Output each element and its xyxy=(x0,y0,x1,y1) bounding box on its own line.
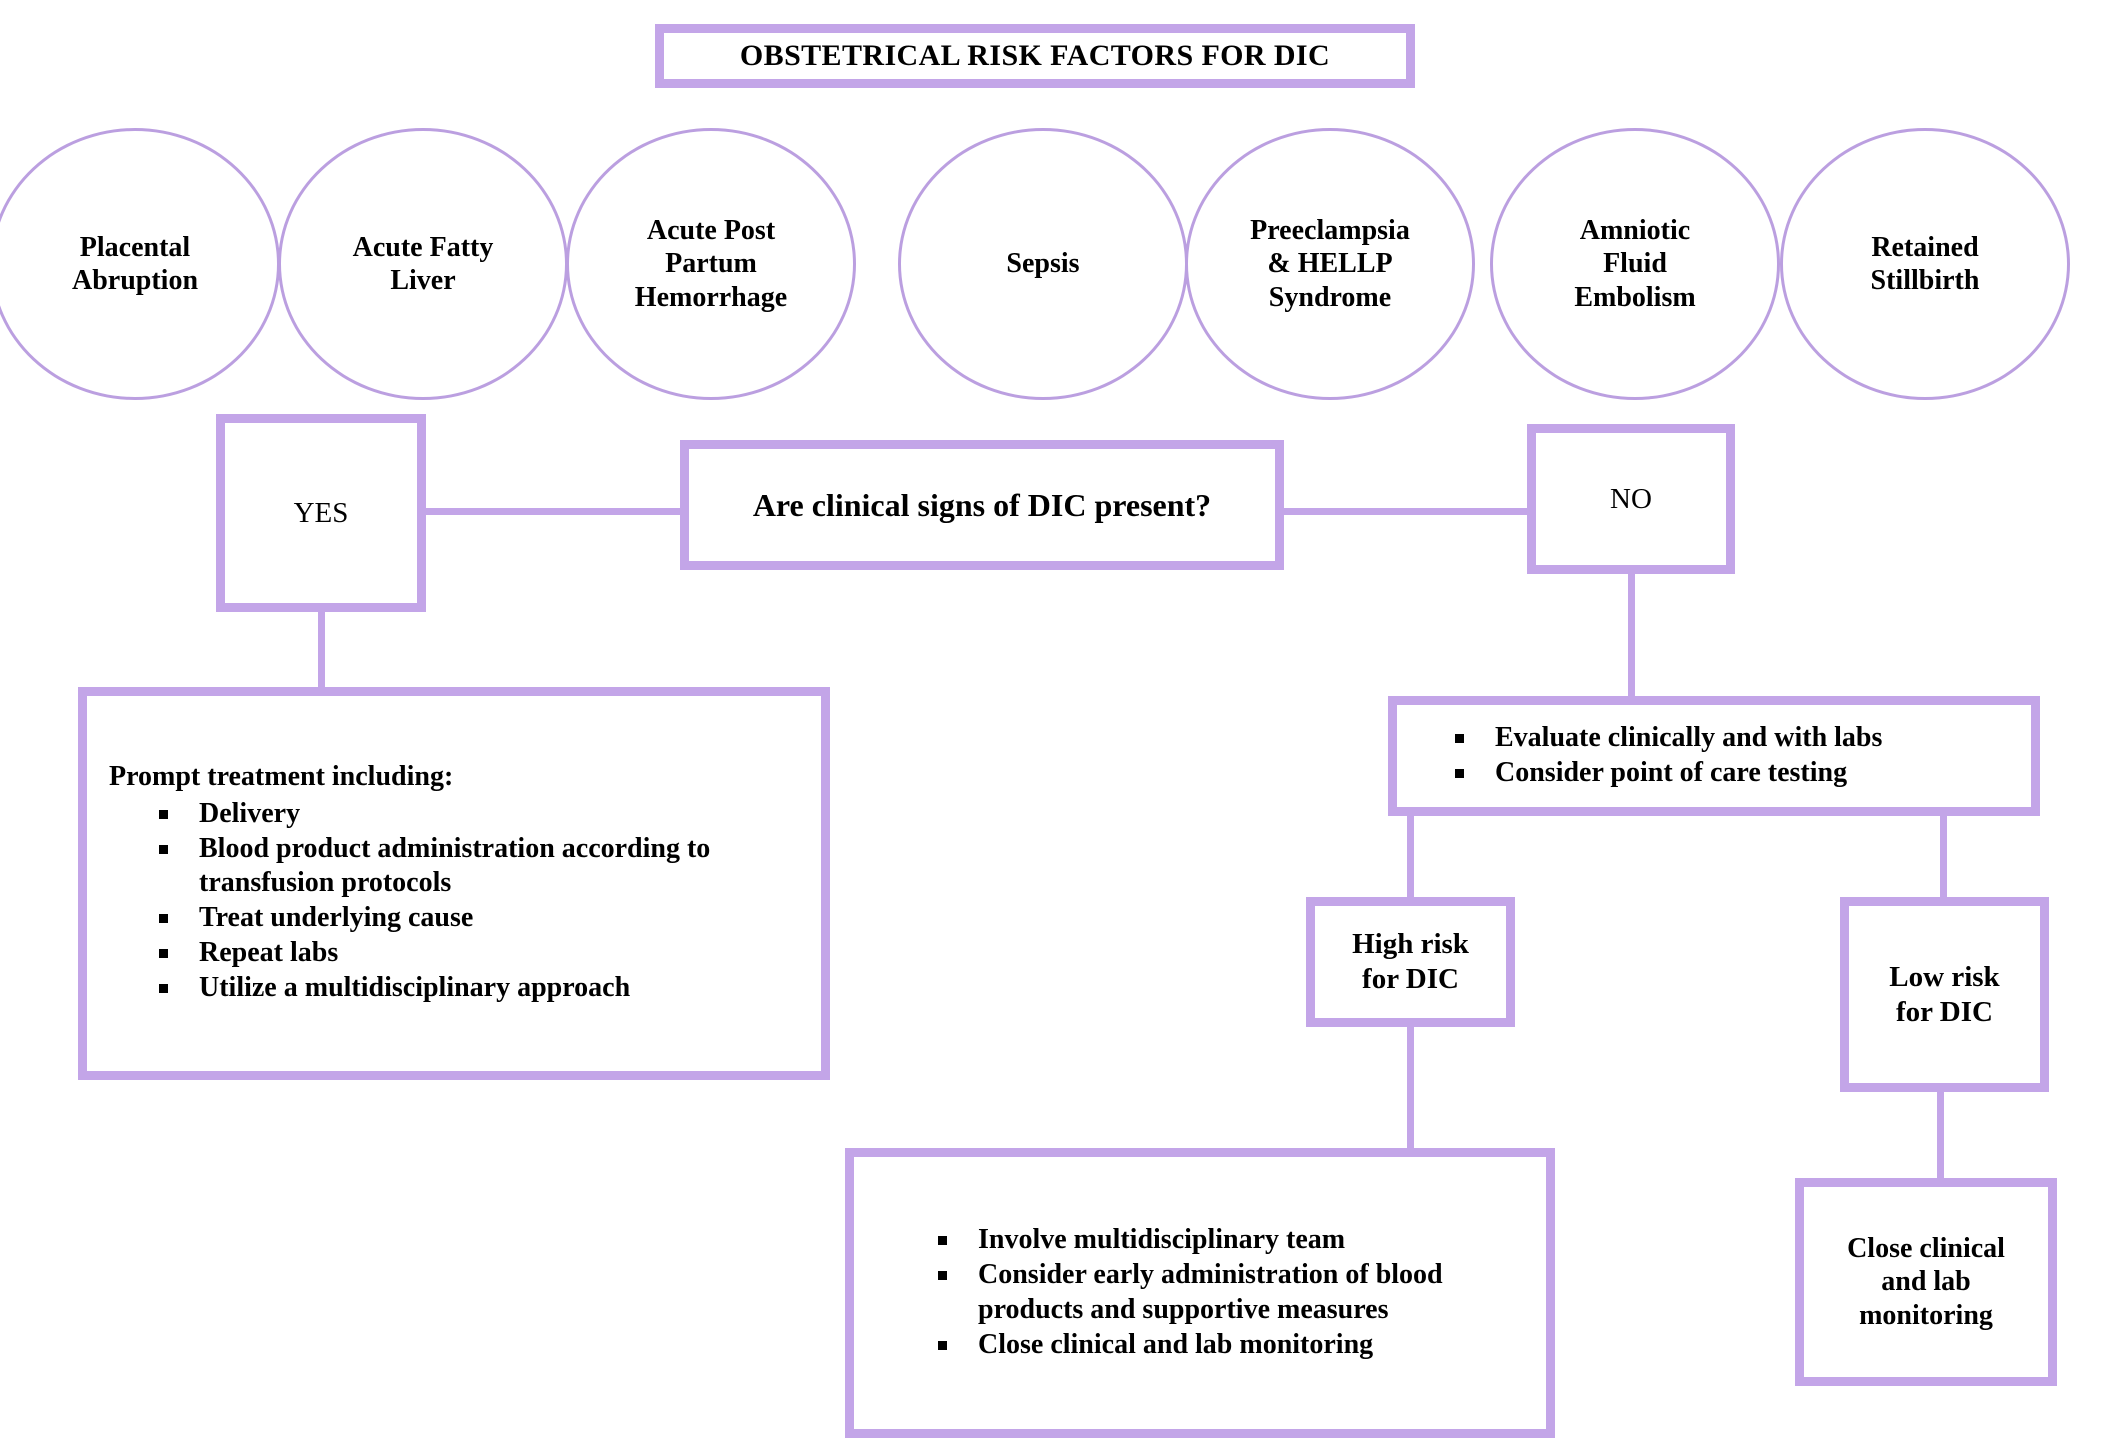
risk-circle-label: Sepsis xyxy=(1006,248,1080,280)
prompt-treatment-list: Delivery Blood product administration ac… xyxy=(109,797,803,1006)
connector-no-to-evaluate xyxy=(1628,568,1635,702)
evaluate-content: Evaluate clinically and with labs Consid… xyxy=(1397,709,2031,803)
list-item: Involve multidisciplinary team xyxy=(936,1223,1528,1257)
list-item: Repeat labs xyxy=(157,936,803,970)
connector-yes-to-question xyxy=(420,508,688,515)
high-risk-actions-box: Involve multidisciplinary team Consider … xyxy=(845,1148,1555,1438)
decision-question-box[interactable]: Are clinical signs of DIC present? xyxy=(680,440,1284,570)
decision-question-label: Are clinical signs of DIC present? xyxy=(752,486,1212,523)
list-item: Blood product administration according t… xyxy=(157,832,803,900)
connector-low-risk-to-monitoring xyxy=(1937,1086,1944,1184)
page-title: OBSTETRICAL RISK FACTORS FOR DIC xyxy=(739,39,1331,72)
connector-evaluate-to-low-risk xyxy=(1940,810,1947,904)
evaluate-box: Evaluate clinically and with labs Consid… xyxy=(1388,696,2040,816)
high-risk-actions-list: Involve multidisciplinary team Consider … xyxy=(876,1223,1528,1362)
no-label: NO xyxy=(1610,482,1652,515)
list-item: Consider point of care testing xyxy=(1453,756,2013,790)
list-item: Evaluate clinically and with labs xyxy=(1453,721,2013,755)
no-branch-box[interactable]: NO xyxy=(1527,424,1735,574)
connector-question-to-no xyxy=(1278,508,1534,515)
risk-circle-sepsis: Sepsis xyxy=(898,128,1188,400)
prompt-treatment-content: Prompt treatment including: Delivery Blo… xyxy=(87,748,821,1018)
evaluate-list: Evaluate clinically and with labs Consid… xyxy=(1419,721,2013,790)
list-item: Utilize a multidisciplinary approach xyxy=(157,971,803,1005)
list-item: Delivery xyxy=(157,797,803,831)
high-risk-actions-content: Involve multidisciplinary team Consider … xyxy=(854,1211,1546,1375)
connector-high-risk-to-actions xyxy=(1407,1021,1414,1155)
prompt-treatment-lead: Prompt treatment including: xyxy=(109,761,454,793)
prompt-treatment-box: Prompt treatment including: Delivery Blo… xyxy=(78,687,830,1080)
connector-evaluate-to-high-risk xyxy=(1407,810,1414,904)
diagram-title-box: OBSTETRICAL RISK FACTORS FOR DIC xyxy=(655,24,1415,88)
yes-branch-box[interactable]: YES xyxy=(216,414,426,612)
list-item: Consider early administration of blood p… xyxy=(936,1258,1528,1326)
connector-yes-to-treatment xyxy=(318,606,325,694)
list-item: Treat underlying cause xyxy=(157,901,803,935)
list-item: Close clinical and lab monitoring xyxy=(936,1328,1528,1362)
yes-label: YES xyxy=(293,496,349,529)
